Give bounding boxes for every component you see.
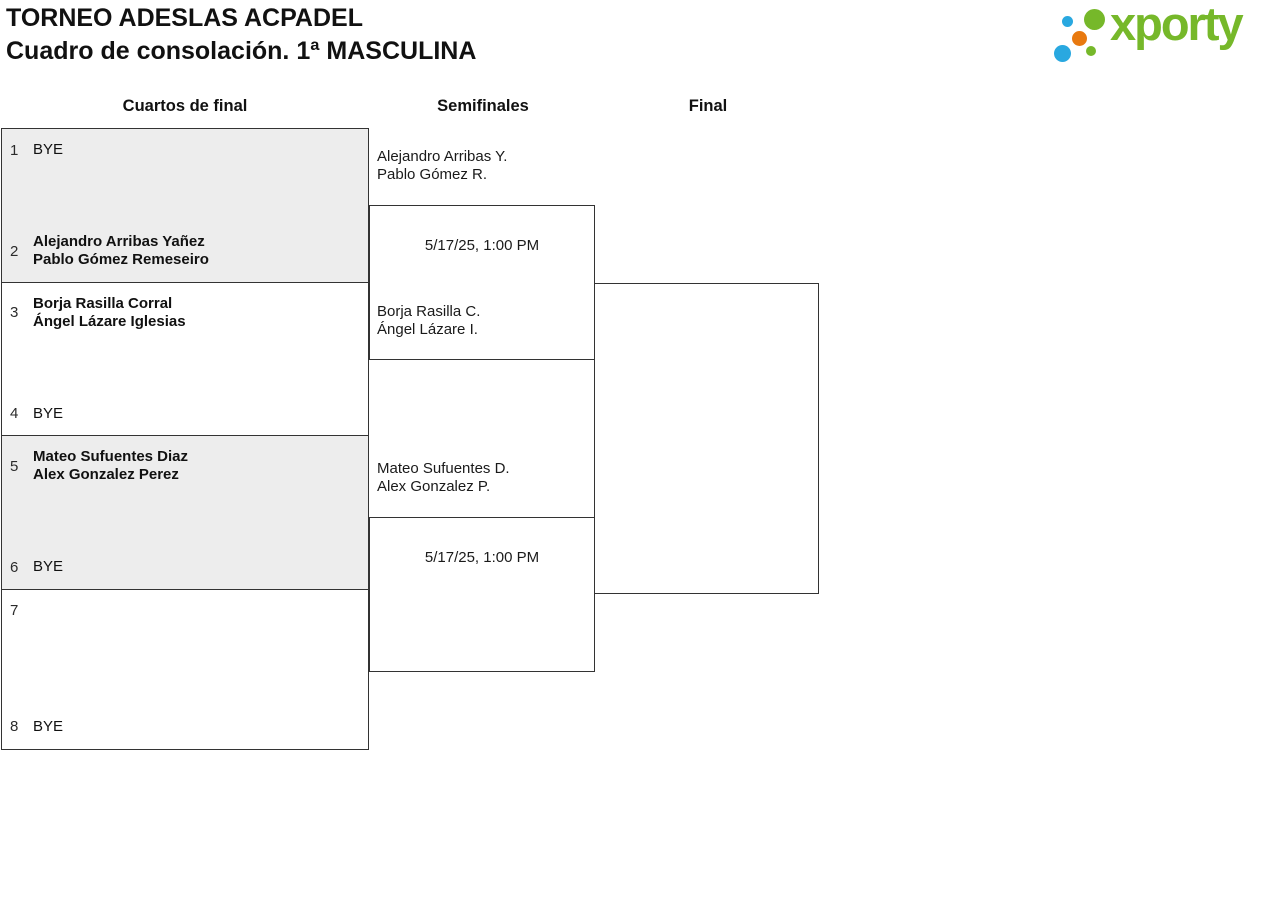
slot-entry: BYE — [33, 558, 64, 575]
logo-dot-icon — [1053, 44, 1071, 62]
seed-number: 6 — [10, 558, 19, 576]
tournament-title: TORNEO ADESLAS ACPADEL — [6, 4, 363, 32]
semifinal-1-datetime: 5/17/25, 1:00 PM — [424, 237, 540, 254]
seed-number: 3 — [10, 304, 19, 321]
bracket-slot-5: 5 Mateo Sufuentes Diaz Alex Gonzalez Per… — [10, 448, 358, 484]
seed-number: 8 — [10, 718, 19, 735]
match-box-semifinal-2[interactable] — [369, 517, 595, 672]
logo-dot-icon — [1086, 46, 1096, 56]
team-names: Borja Rasilla Corral Ángel Lázare Iglesi… — [33, 294, 186, 330]
seed-number: 5 — [10, 457, 19, 475]
semifinal-1-team-1: Alejandro Arribas Y. Pablo Gómez R. — [377, 148, 508, 183]
xporty-logo[interactable]: xporty — [1046, 0, 1276, 72]
match-box-quarterfinal-1[interactable]: 1 BYE 2 Alejandro Arribas Yañez Pablo Gó… — [1, 128, 369, 283]
match-box-quarterfinal-4[interactable]: 7 8 BYE — [1, 588, 369, 750]
bracket-subtitle: Cuadro de consolación. 1ª MASCULINA — [6, 37, 477, 65]
bracket-slot-7: 7 — [10, 602, 358, 620]
semifinal-2-team-1: Mateo Sufuentes D. Alex Gonzalez P. — [377, 460, 510, 495]
page-header: TORNEO ADESLAS ACPADEL Cuadro de consola… — [6, 2, 476, 68]
slot-entry: BYE — [33, 141, 64, 158]
team-names: Mateo Sufuentes Diaz Alex Gonzalez Perez — [33, 448, 189, 483]
logo-dot-icon — [1061, 15, 1073, 27]
match-box-semifinal-1[interactable] — [369, 205, 595, 360]
bracket-slot-3: 3 Borja Rasilla Corral Ángel Lázare Igle… — [10, 295, 358, 331]
seed-number: 4 — [10, 405, 19, 422]
seed-number: 2 — [10, 242, 19, 260]
logo-dot-icon — [1083, 8, 1105, 30]
round-header-semifinals: Semifinales — [437, 97, 529, 115]
round-header-final: Final — [688, 97, 728, 115]
bracket-slot-8: 8 BYE — [10, 718, 358, 736]
logo-wordmark: xporty — [1110, 0, 1244, 50]
seed-number: 7 — [10, 602, 19, 619]
team-names: Alejandro Arribas Yañez Pablo Gómez Reme… — [33, 233, 209, 268]
slot-entry: BYE — [33, 404, 64, 422]
round-header-quarterfinals: Cuartos de final — [122, 97, 248, 115]
semifinal-1-team-2: Borja Rasilla C. Ángel Lázare I. — [377, 303, 481, 338]
bracket-slot-2: 2 Alejandro Arribas Yañez Pablo Gómez Re… — [10, 233, 358, 269]
bracket-slot-1: 1 BYE — [10, 141, 358, 159]
logo-dot-icon — [1071, 30, 1087, 46]
match-box-quarterfinal-3[interactable]: 5 Mateo Sufuentes Diaz Alex Gonzalez Per… — [1, 435, 369, 590]
semifinal-2-datetime: 5/17/25, 1:00 PM — [424, 549, 540, 566]
match-box-final[interactable] — [594, 283, 819, 594]
match-box-quarterfinal-2[interactable]: 3 Borja Rasilla Corral Ángel Lázare Igle… — [1, 281, 369, 437]
bracket-slot-6: 6 BYE — [10, 558, 358, 576]
bracket-slot-4: 4 BYE — [10, 405, 358, 423]
seed-number: 1 — [10, 141, 19, 159]
slot-entry: BYE — [33, 717, 64, 735]
